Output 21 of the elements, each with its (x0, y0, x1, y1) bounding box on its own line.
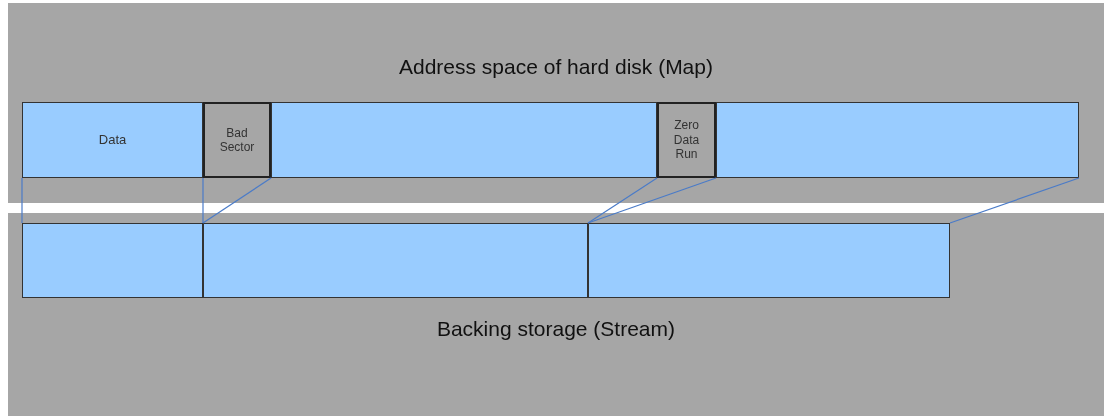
mapping-line (949, 177, 1080, 224)
storage-block (203, 223, 588, 298)
mapping-line (21, 177, 23, 224)
storage-block (716, 102, 1079, 178)
mapping-line (587, 177, 717, 224)
block-label: Zero Data Run (672, 118, 701, 162)
mapping-line (202, 177, 204, 224)
storage-block (588, 223, 950, 298)
block-label: Bad Sector (218, 125, 256, 155)
panel (8, 3, 1104, 203)
panel (8, 213, 1104, 416)
block-label: Data (98, 132, 127, 148)
storage-block (271, 102, 657, 178)
region-box (203, 102, 271, 178)
panel-heading: Backing storage (Stream) (435, 316, 677, 342)
region-box (657, 102, 716, 178)
mapping-line (202, 177, 272, 224)
storage-block (22, 223, 203, 298)
data-block (22, 102, 203, 178)
mapping-line (587, 177, 658, 224)
panel-heading: Address space of hard disk (Map) (398, 54, 714, 80)
